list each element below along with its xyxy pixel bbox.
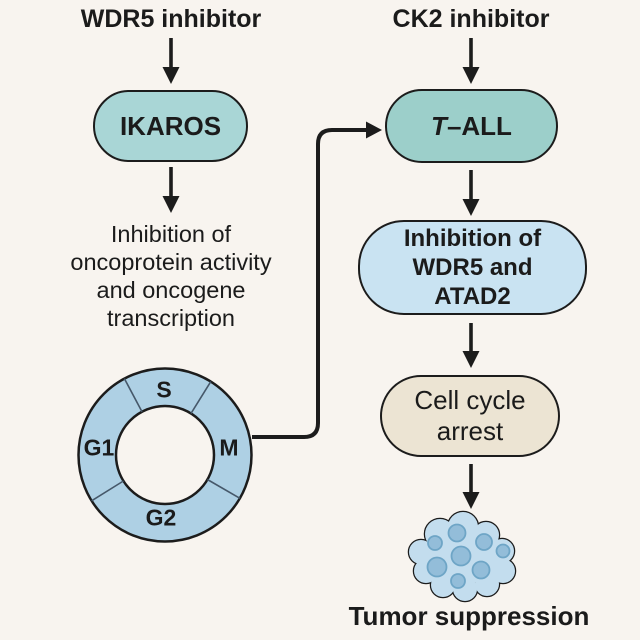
wdr5-inhibitor-label: WDR5 inhibitor [80,5,262,33]
cell-cycle-phase-m: M [219,434,239,461]
arrow-arrest-to-tumor [462,464,480,509]
effect-line: Inhibition of [110,221,232,247]
effect-line: oncoprotein activity [70,249,272,275]
ikaros-node-label: IKAROS [119,110,222,141]
cell-cycle-phase-g1: G1 [83,434,115,461]
inhibition-wdr5-atad2-node: Inhibition of WDR5 and ATAD2 [358,220,587,315]
tall-node: T–ALL [385,89,558,163]
arrest-line: Cell cycle [414,385,526,415]
tumor-cells [426,523,511,589]
connector-cycle-to-tall [252,121,382,439]
inhibition-line: Inhibition of [403,225,542,252]
ikaros-node: IKAROS [93,90,248,162]
arrest-line: arrest [436,416,504,446]
tall-node-suffix: –ALL [446,110,512,141]
cell-cycle-phase-s: S [156,376,172,403]
inhibition-line: WDR5 and [412,254,533,281]
effect-line: and oncogene [96,277,246,303]
effect-line: transcription [107,305,235,331]
arrow-ck2-to-tall [462,38,480,84]
cell-cycle-arrest-node: Cell cycle arrest [380,375,560,457]
arrow-tall-to-inhibition [462,170,480,216]
tumor-blob [407,510,517,603]
tumor-suppression-label: Tumor suppression [348,601,590,631]
cell-cycle-ring [77,367,253,543]
ck2-inhibitor-label: CK2 inhibitor [392,5,550,33]
tall-node-label: T–ALL [431,111,512,142]
cell-cycle-phase-g2: G2 [145,504,177,531]
inhibition-line: ATAD2 [434,283,511,310]
arrow-ikaros-to-effect [162,167,180,213]
phase-dividers [91,378,241,502]
arrow-wdr5-to-ikaros [162,38,180,84]
inhibition-effect-text: Inhibition of oncoprotein activity and o… [40,220,302,332]
tall-node-prefix: T [431,110,447,141]
arrow-inhibition-to-arrest [462,323,480,368]
